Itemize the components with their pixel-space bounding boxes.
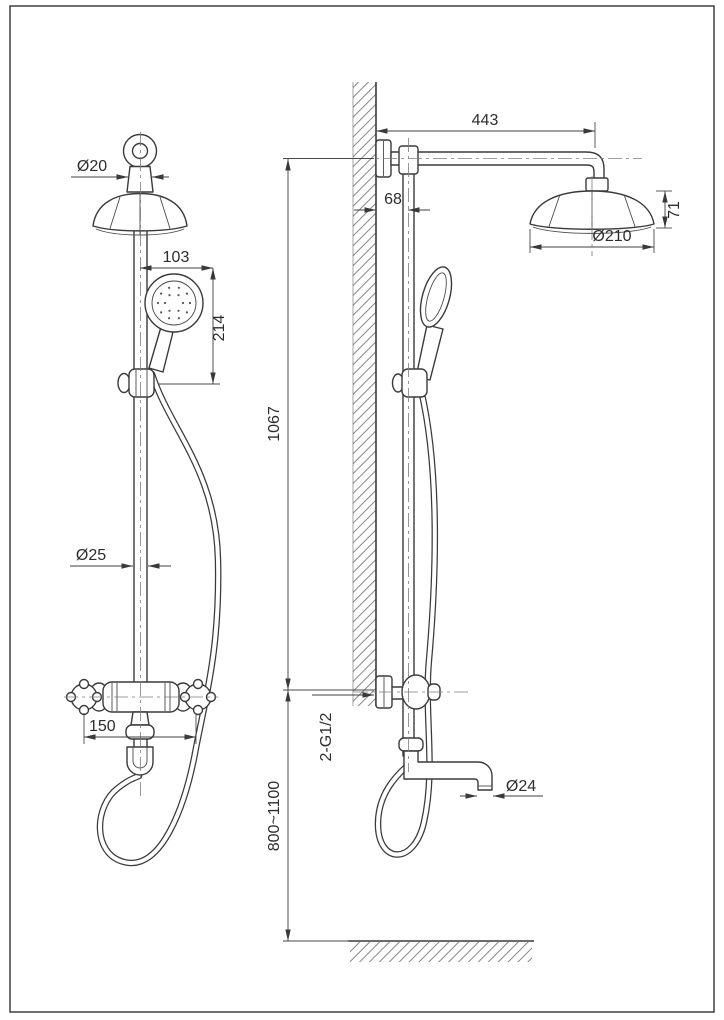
- floor-section: [348, 940, 534, 962]
- dim-label-head-height: 71: [666, 201, 683, 219]
- floor-hatch: [350, 942, 532, 962]
- drawing-border: [9, 5, 715, 1013]
- dim-riser-height: 1067: [266, 158, 374, 691]
- dim-label-arm-length: 443: [472, 112, 499, 129]
- dim-label-head-diameter: Ø210: [592, 228, 631, 245]
- dim-label-install-height: 800~1100: [266, 781, 283, 852]
- rain-shower-head-front: [92, 192, 188, 236]
- shower-hose-front: [96, 370, 222, 867]
- spray-nozzle-dots: [156, 286, 192, 320]
- dim-label-riser-diameter: Ø25: [76, 547, 106, 564]
- riser-pipe-side: [402, 173, 415, 757]
- dim-top-pipe-diameter: Ø20: [71, 158, 169, 180]
- hand-shower-handle-front: [148, 326, 174, 373]
- dim-head-height: 71: [656, 190, 683, 229]
- dim-wall-offset: 68: [354, 191, 430, 213]
- wall-section: [352, 82, 377, 706]
- shower-hose-side: [374, 386, 439, 858]
- dim-label-top-pipe-diameter: Ø20: [77, 158, 107, 175]
- spout-side: [398, 737, 493, 791]
- dim-riser-diameter: Ø25: [70, 547, 171, 569]
- front-view: Ø20 103 214 Ø25 150: [64, 132, 228, 867]
- shower-arm-side: [375, 139, 609, 192]
- side-view: 443 68 Ø210 71 1067 2-G1/2: [266, 82, 683, 962]
- shower-arm-connector-front: [122, 133, 158, 193]
- dim-label-hand-shower-offset: 103: [163, 249, 190, 266]
- dim-label-hand-shower-height: 214: [211, 315, 228, 342]
- slider-bracket-front: [117, 368, 155, 398]
- dim-valve-centers: 150: [83, 713, 197, 744]
- dim-label-riser-height: 1067: [266, 406, 283, 442]
- hand-shower-side: [415, 266, 453, 381]
- label-connection-thread-text: 2-G1/2: [318, 712, 335, 761]
- spout-front: [125, 711, 155, 776]
- dim-label-spout-diameter: Ø24: [506, 778, 536, 795]
- dim-arm-length: 443: [376, 112, 596, 148]
- dim-hand-shower-offset: 103: [140, 249, 213, 271]
- hand-shower-handle-side: [415, 324, 444, 381]
- label-connection-thread: 2-G1/2: [312, 692, 374, 761]
- hand-shower-front: [144, 273, 204, 373]
- head-connector-nut: [585, 177, 609, 192]
- slider-bracket-side: [391, 368, 428, 398]
- dim-head-diameter: Ø210: [529, 228, 655, 253]
- dim-spout-diameter: Ø24: [460, 778, 543, 799]
- dim-install-height: 800~1100: [266, 690, 350, 942]
- dim-label-wall-offset: 68: [384, 191, 402, 208]
- dim-hand-shower-height: 214: [158, 268, 228, 385]
- wall-hatch: [353, 82, 376, 706]
- dim-label-valve-centers: 150: [89, 718, 116, 735]
